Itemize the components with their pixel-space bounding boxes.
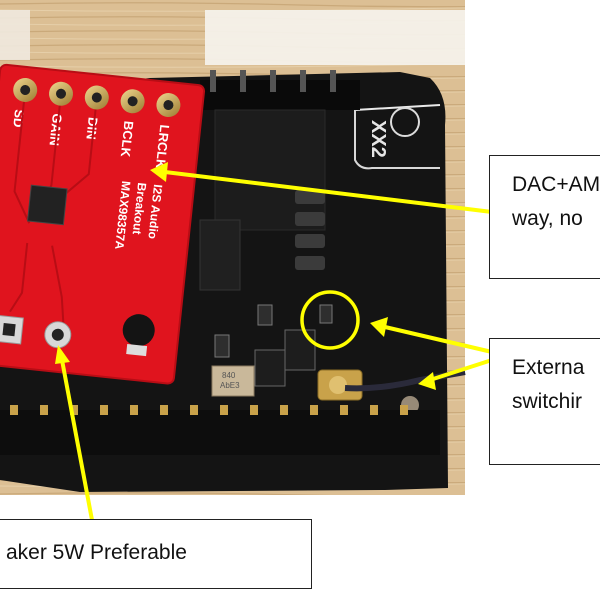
pin-label-bclk: BCLK — [118, 120, 137, 158]
mounting-hole — [390, 107, 420, 137]
chip — [214, 109, 326, 231]
top-header — [200, 70, 360, 110]
highlight-circle — [300, 290, 360, 350]
yellow-annotations — [55, 162, 493, 521]
arrow-ext-switch — [384, 325, 493, 354]
pin-label-lrclk: LRCLK — [153, 124, 173, 170]
callout-dac: DAC+AM way, no — [489, 155, 600, 279]
callout-external-line-1: Externa — [512, 356, 585, 379]
smd-components — [214, 190, 333, 387]
arrow-ext-antenna — [429, 358, 493, 382]
callout-dac-line-2: way, no — [512, 207, 583, 230]
amp-chip — [26, 184, 68, 226]
callout-dac-line-1: DAC+AM — [512, 173, 600, 196]
callout-speaker: aker 5W Preferable — [0, 519, 312, 589]
component-marking-1: 840 — [222, 371, 236, 380]
arrow-dac — [164, 170, 493, 214]
breakout-pins — [13, 77, 181, 118]
red-breakout-board: SD GAIN DIN BCLK LRCLK I2S Audio Breakou… — [0, 63, 206, 385]
beige-component — [211, 365, 255, 397]
breakout-title-2: Breakout — [130, 182, 149, 235]
callout-speaker-text: aker 5W Preferable — [6, 541, 187, 564]
arrow-speaker — [60, 359, 94, 521]
callout-external-line-2: switchir — [512, 390, 583, 413]
pin-label-sd: SD — [10, 109, 27, 129]
callout-external: Externa switchir — [489, 338, 600, 465]
masking-tape — [205, 10, 465, 65]
pin-label-gain: GAIN — [47, 113, 65, 147]
pin-label-din: DIN — [83, 116, 100, 140]
bottom-header — [0, 405, 440, 455]
antenna-cable — [344, 369, 466, 392]
breakout-title-1: I2S Audio — [145, 184, 165, 240]
white-area — [465, 0, 600, 600]
board-label: XX2 — [367, 120, 389, 158]
component-marking-2: AbE3 — [220, 381, 240, 390]
